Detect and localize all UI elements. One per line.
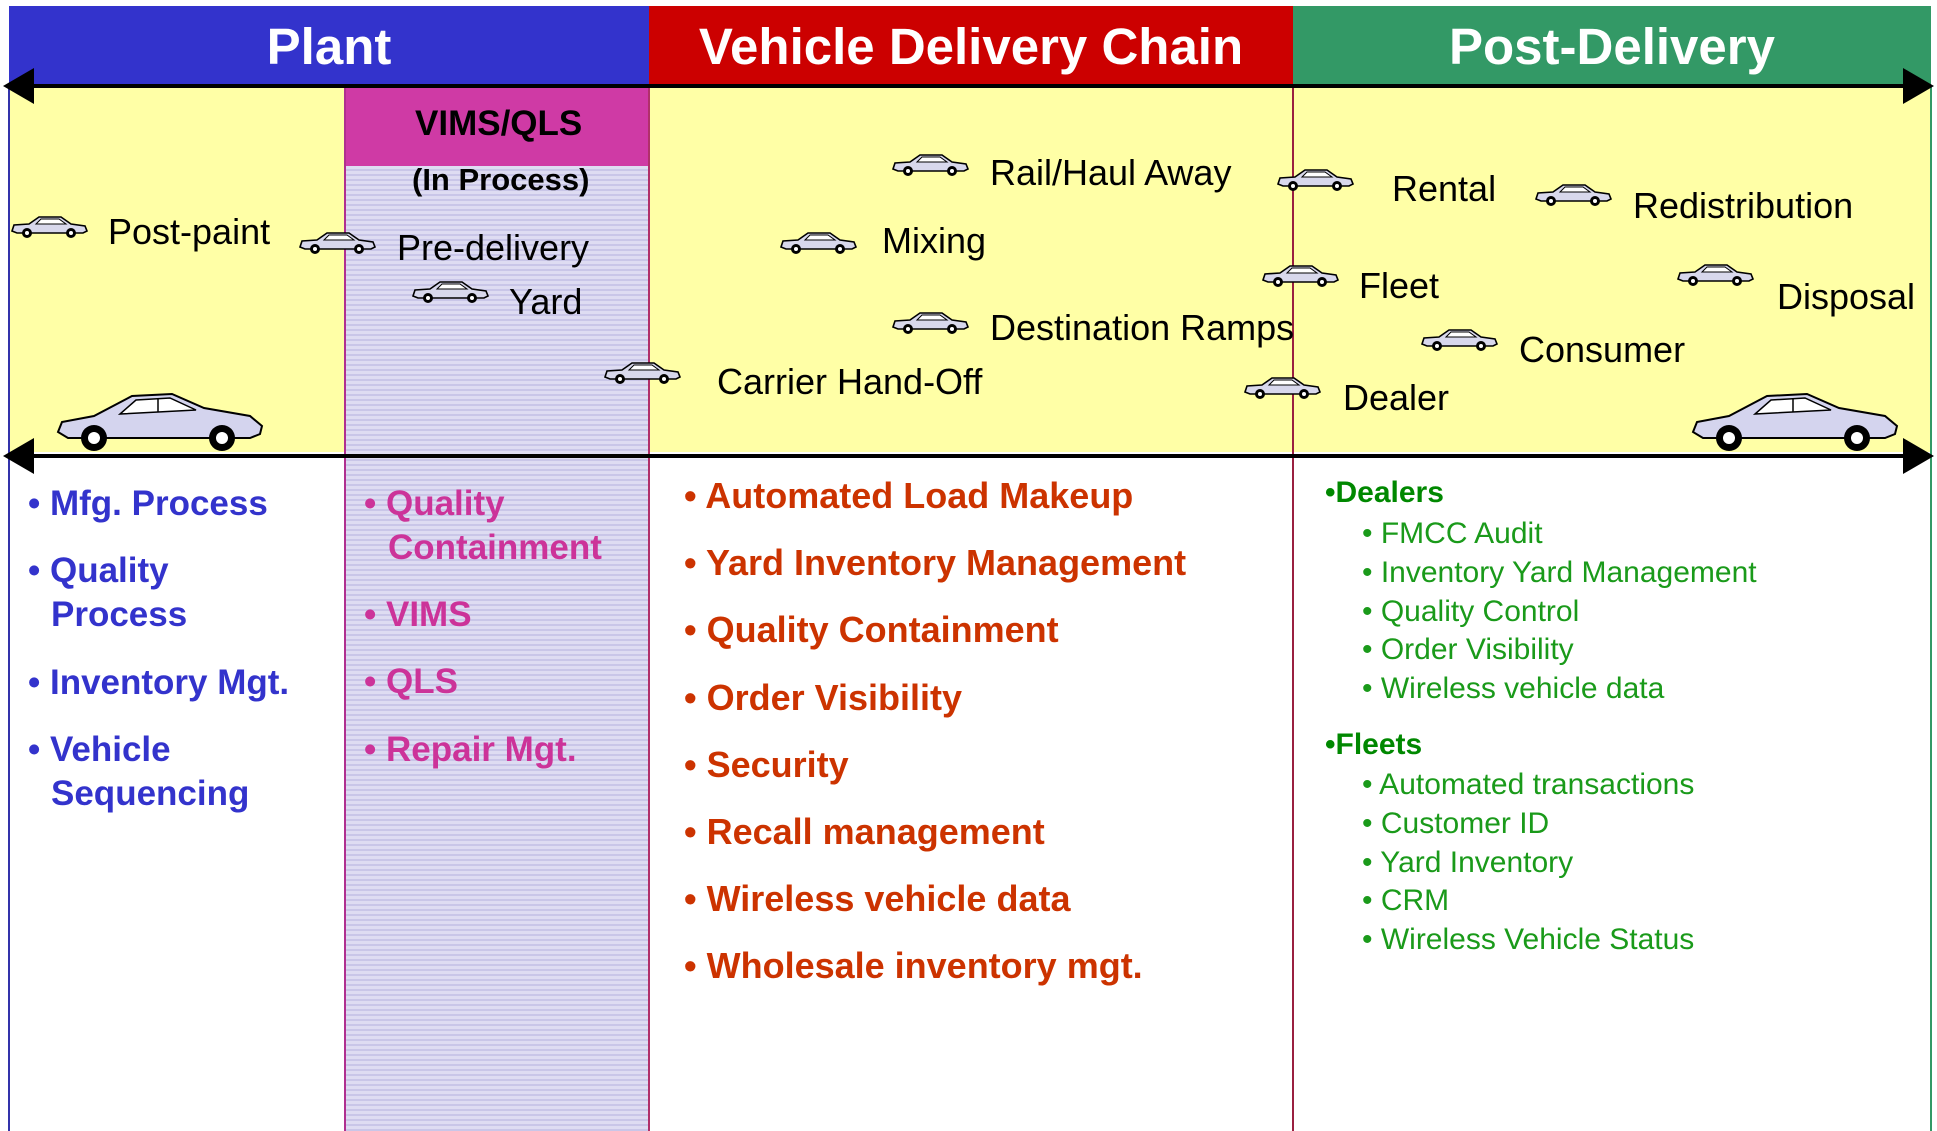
car-icon [1535, 184, 1613, 206]
chain-item: • Automated Load Makeup [684, 475, 1134, 516]
plant-header: Plant [9, 6, 649, 86]
stage-yard: Yard [509, 281, 583, 322]
large-car-icon [1691, 392, 1899, 451]
car-icon [892, 312, 970, 334]
plant-item-vehicle-cont: Sequencing [51, 774, 250, 813]
stage-rental: Rental [1392, 168, 1497, 209]
chain-item: • Wireless vehicle data [684, 878, 1071, 919]
post-fleet-item: • Wireless Vehicle Status [1362, 923, 1695, 956]
stage-zone-left [9, 86, 345, 452]
plant-item-inventory: • Inventory Mgt. [28, 663, 290, 702]
vims-item-vims: • VIMS [364, 595, 472, 634]
vims-item-containment: Containment [388, 528, 602, 567]
vims-item-qls: • QLS [364, 662, 458, 701]
chain-item: • Wholesale inventory mgt. [684, 945, 1143, 986]
bottom-double-arrow [3, 438, 1934, 474]
chain-header: Vehicle Delivery Chain [649, 6, 1293, 86]
stage-rail-haul: Rail/Haul Away [990, 152, 1232, 193]
stage-carrier-handoff: Carrier Hand-Off [717, 361, 983, 402]
plant-header-label: Plant [266, 17, 392, 75]
post-dealer-item: • Inventory Yard Management [1362, 556, 1757, 589]
stage-dealer: Dealer [1343, 377, 1450, 418]
chain-item: • Security [684, 744, 849, 785]
car-icon [412, 281, 490, 303]
post-dealer-item: • Quality Control [1362, 595, 1580, 628]
car-icon [604, 362, 682, 384]
stage-pre-delivery: Pre-delivery [397, 227, 590, 268]
post-fleet-item: • Yard Inventory [1362, 846, 1574, 879]
stage-redistribution: Redistribution [1633, 185, 1854, 226]
chain-item: • Recall management [684, 811, 1045, 852]
stage-disposal: Disposal [1777, 276, 1916, 317]
plant-item-quality: • Quality [28, 551, 169, 590]
post-dealers-heading: •Dealers [1325, 476, 1444, 509]
car-icon [299, 232, 377, 254]
car-icon [1244, 377, 1322, 399]
car-icon [11, 216, 89, 238]
chain-header-label: Vehicle Delivery Chain [698, 17, 1244, 75]
car-icon [1262, 265, 1340, 287]
stage-fleet: Fleet [1359, 265, 1440, 306]
stage-consumer: Consumer [1519, 329, 1686, 370]
vims-item-quality: • Quality [364, 484, 505, 523]
top-double-arrow [3, 68, 1934, 104]
car-icon [1677, 264, 1755, 286]
post-fleet-item: • Customer ID [1362, 807, 1550, 840]
post-fleets-heading: •Fleets [1325, 728, 1423, 761]
car-icon [1421, 329, 1499, 351]
post-dealer-item: • FMCC Audit [1362, 517, 1543, 550]
plant-item-quality-cont: Process [51, 595, 188, 634]
post-header-label: Post-Delivery [1449, 17, 1775, 75]
car-icon [892, 154, 970, 176]
chain-item: • Yard Inventory Management [684, 542, 1187, 583]
car-icon [780, 232, 858, 254]
car-icon [1277, 169, 1355, 191]
plant-item-vehicle: • Vehicle [28, 730, 171, 769]
stage-post-paint: Post-paint [108, 211, 271, 252]
plant-item-mfg-process: • Mfg. Process [28, 484, 268, 523]
post-fleet-item: • CRM [1362, 884, 1450, 917]
stage-mixing: Mixing [882, 220, 987, 261]
vims-title: VIMS/QLS [415, 104, 583, 143]
post-fleet-item: • Automated transactions [1362, 768, 1695, 801]
post-dealer-item: • Order Visibility [1362, 633, 1574, 666]
post-dealer-item: • Wireless vehicle data [1362, 672, 1665, 705]
vims-column [345, 86, 649, 1131]
chain-item: • Order Visibility [684, 677, 963, 718]
post-header: Post-Delivery [1293, 6, 1931, 86]
vims-header [345, 86, 649, 166]
vims-subtitle: (In Process) [412, 162, 590, 197]
chain-item: • Quality Containment [684, 609, 1059, 650]
stage-destination-ramps: Destination Ramps [990, 307, 1295, 348]
large-car-icon [56, 392, 264, 451]
vims-item-repair: • Repair Mgt. [364, 730, 577, 769]
